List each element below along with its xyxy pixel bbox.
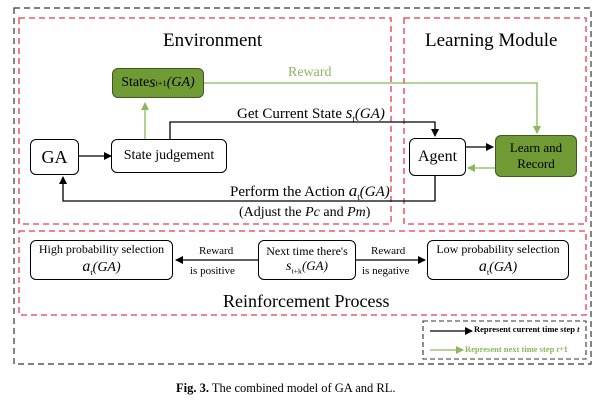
outer-frame xyxy=(13,7,592,365)
low-selection-value: at(GA) xyxy=(479,257,517,278)
next-state-symbol: s xyxy=(149,74,156,91)
low-selection-symbol: a xyxy=(478,257,487,275)
caption-fig: Fig. 3. xyxy=(176,381,209,395)
reward-positive-line2: is positive xyxy=(190,265,235,277)
next-state-prefix: State xyxy=(121,75,150,90)
reward-positive-line1: Reward xyxy=(199,245,234,257)
perform-suffix: (GA) xyxy=(359,184,390,200)
ga-box: GA xyxy=(30,139,79,175)
high-selection-box: High probability selection at(GA) xyxy=(30,240,173,280)
legend-next-prefix: Represent next time step xyxy=(465,344,557,354)
legend-next-suffix: +1 xyxy=(558,344,568,354)
legend-region xyxy=(422,320,587,360)
adjust-pm: Pm xyxy=(347,205,366,220)
legend-next-label: Represent next time step t+1 xyxy=(465,345,568,354)
get-state-suffix: (GA) xyxy=(354,106,385,122)
get-state-prefix: Get Current State xyxy=(237,106,346,122)
next-time-suffix: (GA) xyxy=(301,258,328,274)
legend-next-var: t xyxy=(556,344,559,354)
perform-prefix: Perform the Action xyxy=(230,184,349,200)
next-time-label: Next time there's xyxy=(266,243,348,258)
high-selection-value: at(GA) xyxy=(82,257,120,278)
get-current-state-label: Get Current State st(GA) xyxy=(237,104,385,124)
low-selection-suffix: (GA) xyxy=(489,259,518,275)
arrow-reward xyxy=(204,82,541,134)
high-selection-suffix: (GA) xyxy=(92,259,121,275)
get-state-symbol: s xyxy=(345,103,353,122)
environment-title: Environment xyxy=(163,30,263,51)
next-time-symbol: s xyxy=(286,259,292,275)
environment-region xyxy=(18,17,392,225)
perform-symbol: a xyxy=(348,181,358,200)
next-time-value: st+k(GA) xyxy=(286,258,328,276)
low-selection-label: Low probability selection xyxy=(436,242,560,257)
low-selection-sub: t xyxy=(486,267,490,277)
adjust-mid: and xyxy=(319,205,348,220)
high-selection-sub: t xyxy=(90,267,93,277)
low-selection-box: Low probability selection at(GA) xyxy=(427,240,569,280)
learning-module-region xyxy=(403,17,587,225)
reward-label-top: Reward xyxy=(288,65,332,80)
reinforcement-region xyxy=(18,230,587,316)
learn-record-line2: Record xyxy=(517,156,555,171)
high-selection-symbol: a xyxy=(82,257,91,275)
get-state-sub: t xyxy=(352,114,355,124)
arrow-get-current-state xyxy=(169,121,439,139)
adjust-label: (Adjust the Pc and Pm) xyxy=(239,206,370,220)
reinforcement-title: Reinforcement Process xyxy=(223,291,390,311)
perform-action-label: Perform the Action at(GA) xyxy=(230,182,390,202)
reward-negative-line1: Reward xyxy=(371,245,406,257)
figure-caption: Fig. 3. The combined model of GA and RL. xyxy=(176,382,396,395)
legend-current-label: Represent current time step t xyxy=(474,325,579,334)
reward-negative-line2: is negative xyxy=(362,265,410,277)
perform-sub: t xyxy=(357,192,360,202)
adjust-pc: Pc xyxy=(305,205,320,220)
next-state-sub: t+1 xyxy=(155,78,167,88)
adjust-suffix: ) xyxy=(365,205,371,220)
state-judgement-box: State judgement xyxy=(111,139,227,173)
legend-current-prefix: Represent current time step xyxy=(474,324,578,334)
learn-record-line1: Learn and xyxy=(509,139,563,155)
legend-current-var: t xyxy=(577,324,580,334)
high-selection-label: High probability selection xyxy=(38,242,165,257)
learning-module-title: Learning Module xyxy=(425,30,558,51)
learn-record-box: Learn and Record xyxy=(495,135,577,177)
next-time-sub: t+k xyxy=(291,266,302,276)
arrow-perform-action xyxy=(59,175,436,202)
adjust-prefix: (Adjust the xyxy=(239,205,306,220)
next-time-box: Next time there's st+k(GA) xyxy=(258,240,356,280)
agent-box: Agent xyxy=(409,138,466,176)
next-state-suffix: (GA) xyxy=(166,75,195,90)
caption-text: The combined model of GA and RL. xyxy=(208,381,396,395)
